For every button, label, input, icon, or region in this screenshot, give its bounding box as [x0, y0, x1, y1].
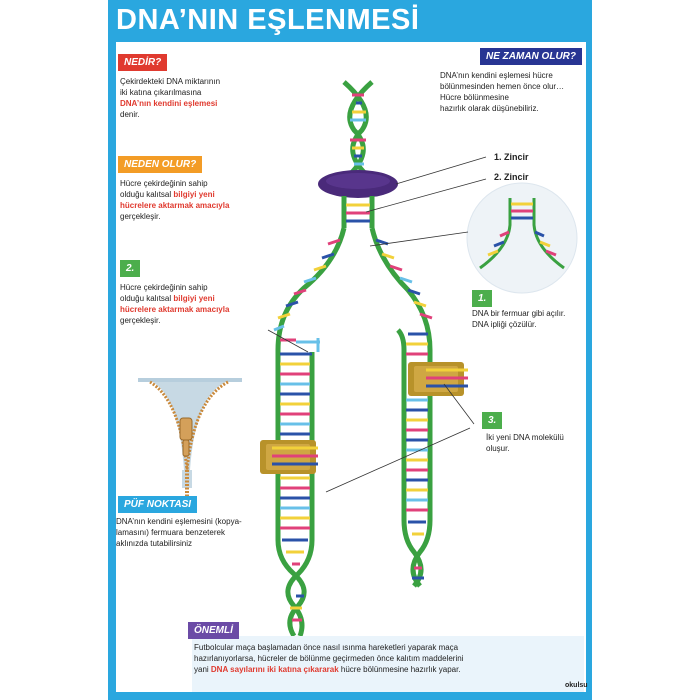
- nedir-tag: NEDİR?: [118, 54, 168, 71]
- step2-text: Hücre çekirdeğinin sahip olduğu kalıtsal…: [120, 283, 230, 325]
- poster: DNA’NIN EŞLENMESİ: [108, 0, 592, 700]
- page-title: DNA’NIN EŞLENMESİ: [116, 4, 420, 36]
- dna-straight-section: [341, 196, 375, 228]
- strand1-label: 1. Zincir: [494, 152, 529, 162]
- onemli-text: Futbolcular maça başlamadan önce nasıl ı…: [194, 643, 464, 674]
- header-bar: [108, 0, 592, 42]
- strand2-label: 2. Zincir: [494, 172, 529, 182]
- right-border: [586, 0, 592, 700]
- onemli-box: [192, 636, 584, 692]
- polymerase-right: [408, 362, 468, 396]
- pointer-lines: [267, 156, 487, 493]
- dna-top-helix: [342, 80, 374, 180]
- nedir-text: Çekirdekteki DNA miktarının iki katına ç…: [120, 77, 221, 119]
- step1-tag: 1.: [472, 290, 493, 307]
- puf-text: DNA’nın kendini eşlemesini (kopya- lamas…: [116, 517, 242, 548]
- brand-logo: okulsu: [565, 682, 588, 689]
- right-fork-strand: [369, 227, 433, 588]
- ne-zaman-tag: NE ZAMAN OLUR?: [480, 48, 582, 65]
- polymerase-left: [260, 440, 318, 474]
- ne-zaman-text: DNA’nın kendini eşlemesi hücre bölünmesi…: [440, 71, 565, 113]
- left-fork-strand: [273, 227, 347, 638]
- dna-illustration: [138, 80, 578, 638]
- step1-text: DNA bir fermuar gibi açılır. DNA ipliği …: [472, 309, 566, 329]
- puf-tag: PÜF NOKTASI: [118, 496, 198, 513]
- bottom-border: [108, 692, 592, 700]
- magnified-fork: [466, 182, 578, 294]
- left-border: [108, 0, 116, 700]
- step3-text: İki yeni DNA molekülü oluşur.: [486, 433, 564, 453]
- step3-tag: 3.: [482, 412, 503, 429]
- neden-tag: NEDEN OLUR?: [118, 156, 203, 173]
- onemli-tag: ÖNEMLİ: [188, 622, 239, 639]
- neden-text: Hücre çekirdeğinin sahip olduğu kalıtsal…: [120, 179, 230, 221]
- step2-tag: 2.: [120, 260, 141, 277]
- zipper-image: [138, 378, 242, 500]
